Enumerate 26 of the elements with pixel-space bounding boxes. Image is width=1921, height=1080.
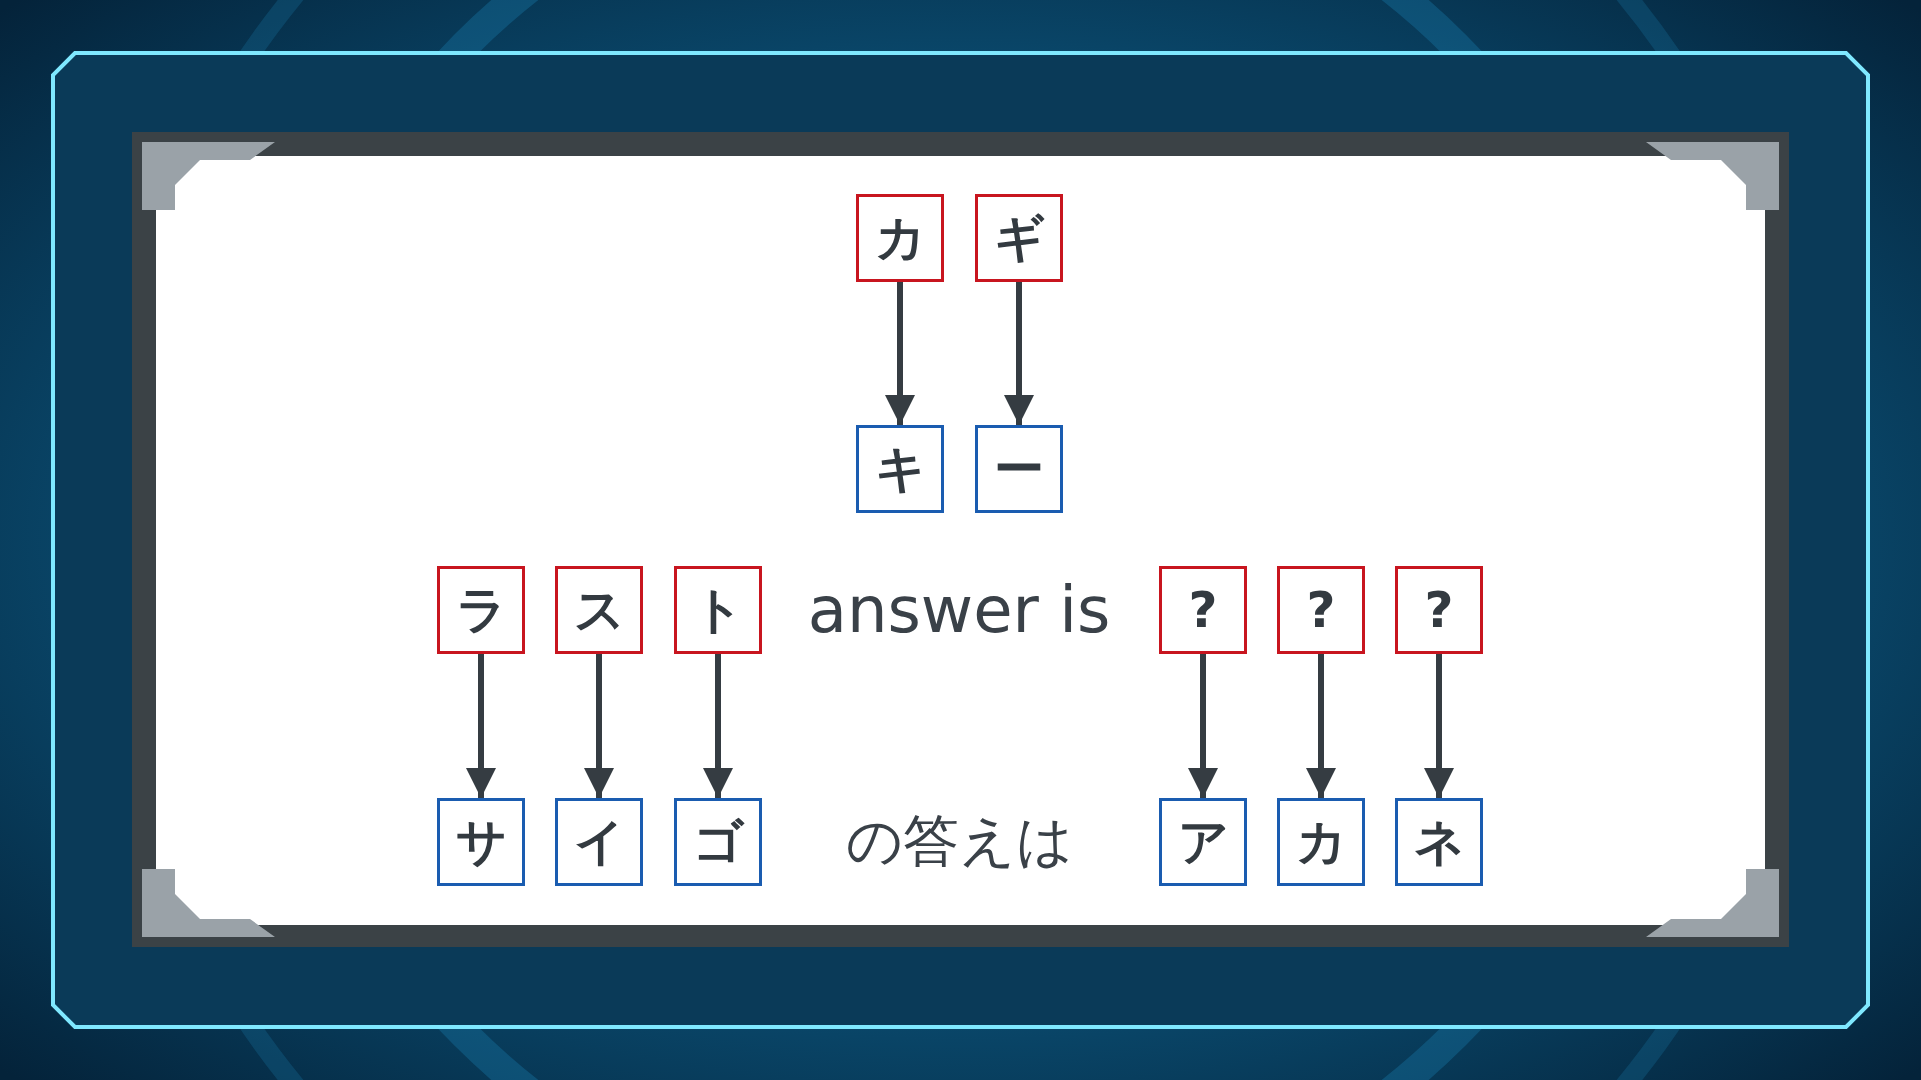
letter-tile: ギ (975, 194, 1063, 282)
letter-tile: ト (674, 566, 762, 654)
letter-tile: ? (1395, 566, 1483, 654)
arrow (1306, 654, 1336, 798)
letter-tile: ー (975, 425, 1063, 513)
arrow (1004, 282, 1034, 425)
letter-tile: ラ (437, 566, 525, 654)
letter-tile: ? (1277, 566, 1365, 654)
letter-tile: イ (555, 798, 643, 886)
letter-tile: キ (856, 425, 944, 513)
arrow (1424, 654, 1454, 798)
arrow (885, 282, 915, 425)
letter-tile: ア (1159, 798, 1247, 886)
arrow (703, 654, 733, 798)
letter-tile: ス (555, 566, 643, 654)
arrow (466, 654, 496, 798)
arrow (1188, 654, 1218, 798)
letter-tile: ネ (1395, 798, 1483, 886)
text-label: の答えは (845, 807, 1073, 875)
letter-tile: サ (437, 798, 525, 886)
letter-tile: ゴ (674, 798, 762, 886)
letter-tile: カ (856, 194, 944, 282)
letter-tile: ? (1159, 566, 1247, 654)
text-label: answer is (807, 573, 1111, 647)
letter-tile: カ (1277, 798, 1365, 886)
arrow (584, 654, 614, 798)
